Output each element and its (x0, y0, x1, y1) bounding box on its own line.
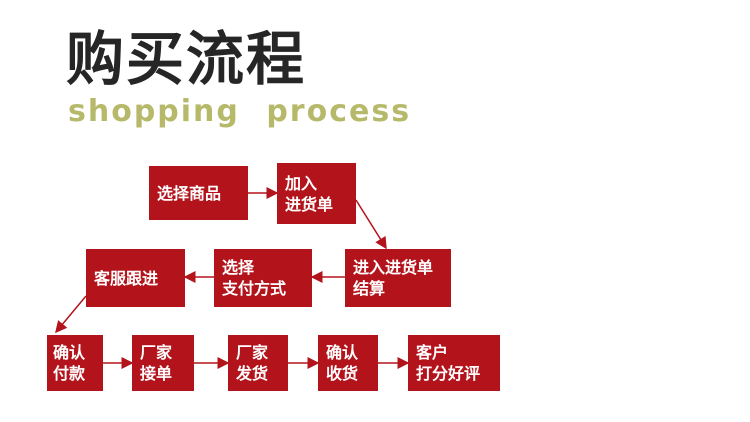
step-customer-review: 客户 打分好评 (408, 335, 500, 391)
step-label: 厂家 发货 (236, 343, 269, 383)
step-cart-checkout: 进入进货单 结算 (345, 249, 451, 307)
step-vendor-ship: 厂家 发货 (228, 335, 288, 391)
step-label: 选择 支付方式 (222, 258, 287, 298)
step-label: 厂家 接单 (140, 343, 173, 383)
step-select-product: 选择商品 (149, 166, 248, 220)
step-customer-service: 客服跟进 (86, 249, 185, 307)
step-label: 客户 打分好评 (416, 343, 481, 383)
page-title: 购买流程 (66, 25, 307, 93)
step-add-to-cart: 加入 进货单 (277, 163, 356, 224)
step-confirm-receipt: 确认 收货 (318, 335, 378, 391)
arrow-s5-s6 (55, 295, 87, 334)
step-label: 客服跟进 (94, 268, 159, 288)
step-label: 确认 付款 (53, 343, 86, 383)
step-label: 确认 收货 (326, 343, 359, 383)
step-label: 加入 进货单 (285, 173, 334, 214)
step-label: 进入进货单 结算 (353, 258, 434, 298)
page-subtitle: shopping process (68, 94, 412, 129)
step-vendor-accept: 厂家 接单 (132, 335, 194, 391)
step-label: 选择商品 (157, 183, 222, 203)
step-confirm-payment: 确认 付款 (47, 335, 103, 391)
step-choose-payment: 选择 支付方式 (214, 249, 312, 307)
arrow-s2-s3 (355, 199, 387, 250)
